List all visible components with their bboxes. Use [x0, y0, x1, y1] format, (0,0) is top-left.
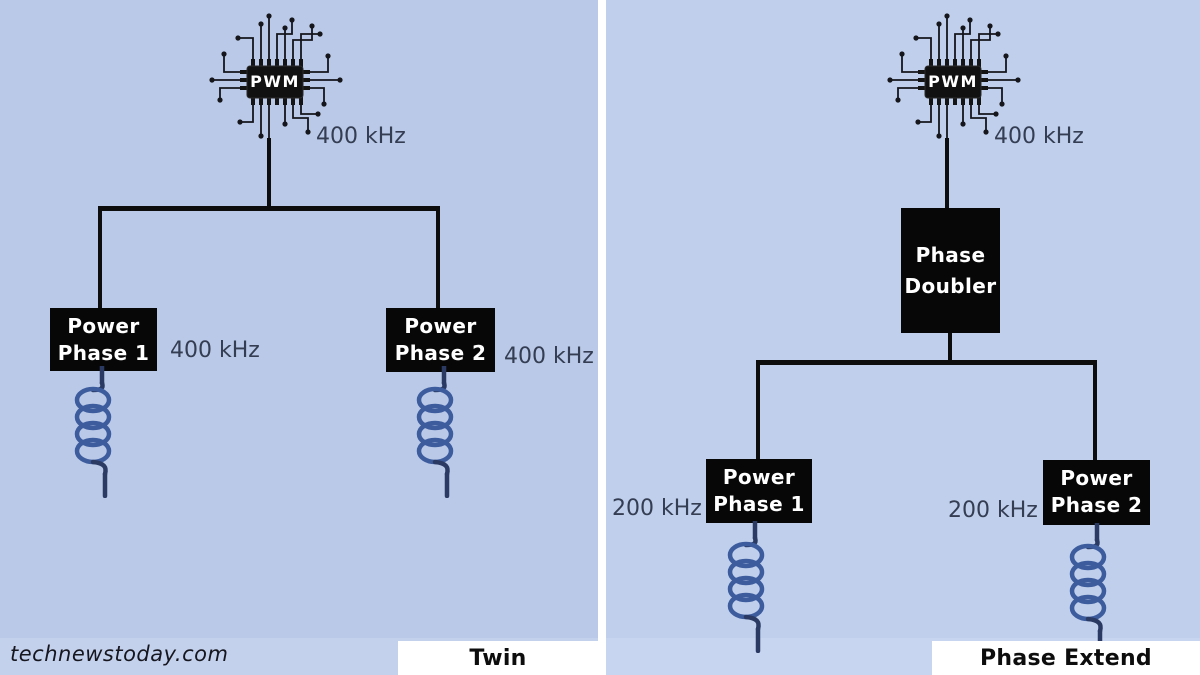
power-phase-2-line1: Power — [1060, 466, 1133, 490]
power-phase-1-line1: Power — [67, 314, 140, 338]
power-phase-2-line2: Phase 2 — [1050, 493, 1143, 517]
pwm-chip-icon — [200, 4, 350, 149]
connector-line — [756, 360, 760, 459]
power-phase-2-line2: Phase 2 — [394, 341, 487, 365]
twin-caption-box: Twin — [398, 641, 598, 675]
power-phase-1-box: Power Phase 1 — [50, 308, 157, 371]
inductor-coil-icon — [406, 366, 470, 498]
power-phase-1-line2: Phase 1 — [713, 492, 805, 516]
power-phase-2-line1: Power — [404, 314, 477, 338]
panel-divider — [598, 0, 606, 675]
power-phase-2-box: Power Phase 2 — [1043, 460, 1150, 525]
watermark-text: technewstoday.com — [10, 642, 229, 666]
phase-doubler-box: Phase Doubler — [901, 208, 1000, 333]
connector-line — [436, 206, 440, 308]
connector-line — [948, 333, 952, 362]
phase-extend-caption-box: Phase Extend — [932, 641, 1200, 675]
phase-doubler-line2: Doubler — [904, 273, 997, 298]
phase-1-frequency-label: 200 kHz — [612, 496, 702, 521]
phase-2-frequency-label: 400 kHz — [504, 344, 594, 369]
branch-line — [98, 206, 440, 211]
phase-2-frequency-label: 200 kHz — [948, 498, 1038, 523]
branch-line — [756, 360, 1097, 365]
inductor-coil-icon — [64, 366, 128, 498]
pwm-frequency-label: 400 kHz — [994, 124, 1084, 149]
inductor-coil-icon — [717, 521, 781, 653]
pwm-frequency-label: 400 kHz — [316, 124, 406, 149]
pwm-chip-label: PWM — [250, 72, 300, 91]
power-phase-1-line2: Phase 1 — [57, 341, 150, 365]
connector-line — [1093, 360, 1097, 460]
pwm-chip-icon — [878, 4, 1028, 149]
twin-caption-label: Twin — [469, 645, 527, 671]
phase-doubler-line1: Phase — [915, 242, 986, 267]
pwm-chip-label: PWM — [928, 72, 978, 91]
phase-1-frequency-label: 400 kHz — [170, 338, 260, 363]
connector-line — [267, 138, 271, 210]
inductor-coil-icon — [1059, 523, 1123, 655]
power-phase-2-box: Power Phase 2 — [386, 308, 495, 372]
phase-extend-caption-label: Phase Extend — [980, 645, 1152, 671]
power-phase-1-box: Power Phase 1 — [706, 459, 812, 523]
power-phase-1-line1: Power — [722, 465, 796, 489]
connector-line — [98, 206, 102, 308]
connector-line — [945, 138, 949, 208]
